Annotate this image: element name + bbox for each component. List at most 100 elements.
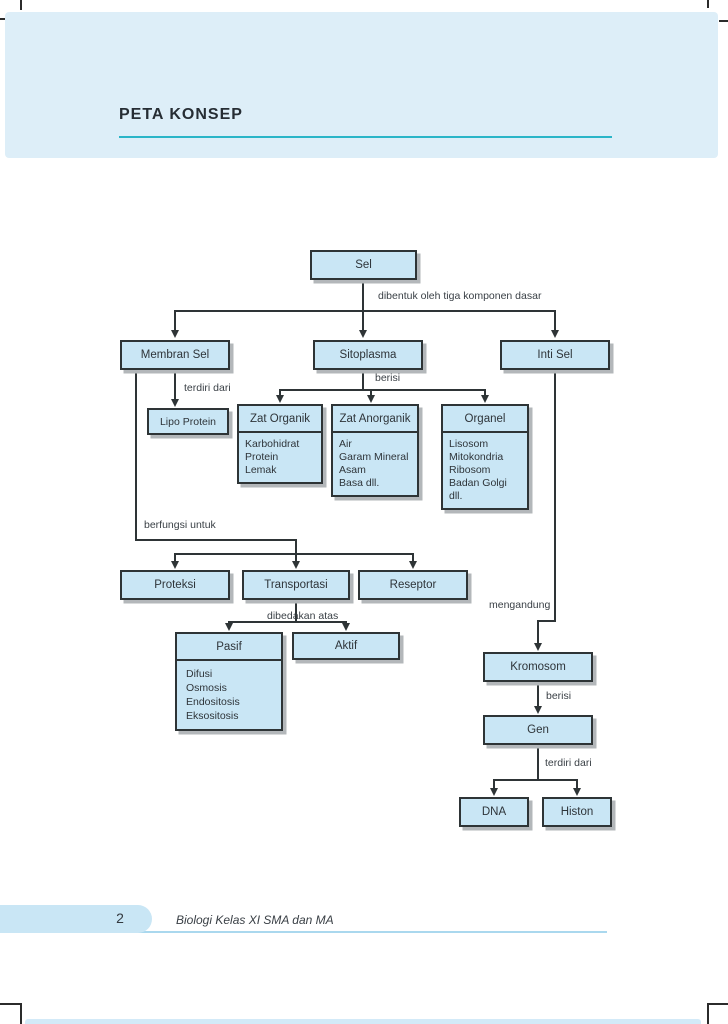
next-page-edge [25,1019,701,1024]
list-item: Basa dll. [339,477,380,489]
arrowhead [341,623,350,631]
node-aktif: Aktif [292,632,400,660]
list-item: Lemak [245,464,277,476]
connector-line [537,620,556,622]
node-inti-sel: Inti Sel [500,340,610,370]
node-kromosom: Kromosom [483,652,593,682]
node-title: Zat Organik [239,406,321,433]
edge-label: berfungsi untuk [144,519,216,531]
list-item: Badan Golgi [449,477,507,489]
connector-line [174,370,176,400]
connector-line [362,310,364,332]
connector-line [295,553,297,563]
node-dna: DNA [459,797,529,827]
list-item: Karbohidrat [245,438,300,450]
page-number: 2 [116,910,124,926]
list-item: Osmosis [186,682,227,694]
arrowhead [550,330,559,338]
node-sitoplasma: Sitoplasma [313,340,423,370]
list-item: Asam [339,464,366,476]
arrowhead [291,561,300,569]
list-item: Endositosis [186,696,240,708]
connector-line [174,553,176,563]
node-histon: Histon [542,797,612,827]
connector-line [280,389,486,391]
arrowhead [408,561,417,569]
connector-line [576,779,578,790]
connector-line [135,370,137,541]
edge-label: mengandung [489,599,551,611]
crop-mark [20,1003,22,1024]
edge-label: berisi [375,372,401,384]
arrowhead [358,330,367,338]
node-membran-sel: Membran Sel [120,340,230,370]
connector-line [174,310,556,312]
connector-line [554,370,556,622]
connector-line [537,682,539,708]
header-panel [5,12,718,158]
arrowhead [480,395,489,403]
node-transportasi: Transportasi [242,570,350,600]
node-items: Difusi Osmosis Endositosis Eksositosis [177,661,281,729]
crop-mark [707,1003,728,1005]
node-title: Organel [443,406,527,433]
list-item: Ribosom [449,464,491,476]
connector-line [174,310,176,332]
connector-line [175,553,414,555]
node-items: Karbohidrat Protein Lemak [239,433,321,482]
list-item: dll. [449,490,463,502]
list-item: Eksositosis [186,710,239,722]
edge-label: dibedakan atas [267,610,339,622]
footer-rule [137,931,607,933]
list-item: Lisosom [449,438,489,450]
connector-line [493,779,495,790]
edge-label: terdiri dari [184,382,231,394]
list-item: Protein [245,451,279,463]
crop-mark [719,20,728,22]
node-proteksi: Proteksi [120,570,230,600]
arrowhead [224,623,233,631]
connector-line [362,370,364,391]
connector-line [229,621,347,623]
page-title: PETA KONSEP [119,106,243,123]
connector-line [494,779,578,781]
node-gen: Gen [483,715,593,745]
edge-label: berisi [546,690,572,702]
connector-line [537,745,539,781]
footer-page-bar [0,905,152,933]
arrowhead [533,706,542,714]
node-sel: Sel [310,250,417,280]
node-reseptor: Reseptor [358,570,468,600]
crop-mark [0,1003,21,1005]
connector-line [135,539,297,541]
connector-line [295,539,297,555]
book-title: Biologi Kelas XI SMA dan MA [176,913,334,927]
connector-line [484,389,486,397]
arrowhead [170,561,179,569]
list-item: Difusi [186,668,213,680]
connector-line [295,600,297,623]
list-item: Air [339,438,352,450]
crop-mark [707,1003,709,1024]
crop-mark [0,18,7,20]
edge-label: dibentuk oleh tiga komponen dasar [378,290,542,302]
list-item: Mitokondria [449,451,504,463]
connector-line [537,620,539,646]
connector-line [362,279,364,310]
connector-line [370,389,372,397]
arrowhead [170,399,179,407]
arrowhead [489,788,498,796]
connector-line [279,389,281,397]
crop-mark [20,0,22,10]
connector-line [412,553,414,563]
node-pasif: Pasif Difusi Osmosis Endositosis Eksosit… [175,632,283,731]
connector-line [554,310,556,332]
crop-mark [707,0,709,8]
arrowhead [170,330,179,338]
title-underline [119,136,612,138]
edge-label: terdiri dari [545,757,592,769]
arrowhead [366,395,375,403]
node-items: Lisosom Mitokondria Ribosom Badan Golgi … [443,433,527,508]
arrowhead [533,643,542,651]
